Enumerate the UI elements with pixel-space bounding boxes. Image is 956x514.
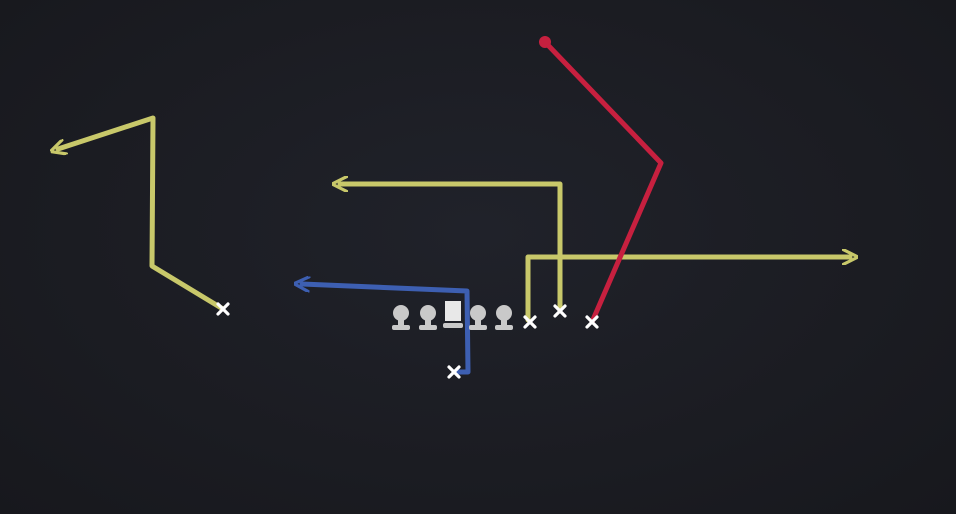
tight-end-route	[525, 257, 850, 323]
route-end-dot	[539, 36, 551, 48]
running-back-route	[302, 284, 471, 375]
right-receiver-route	[542, 39, 664, 325]
right-receiver-mark	[585, 315, 599, 329]
left-tackle-icon	[392, 305, 410, 330]
slot-receiver-mark	[553, 304, 567, 318]
offensive-line	[392, 301, 513, 330]
right-tackle-icon	[495, 305, 513, 330]
slot-receiver-route	[340, 184, 563, 313]
right-guard-icon	[469, 305, 487, 330]
left-guard-icon	[419, 305, 437, 330]
center-icon	[443, 301, 463, 328]
left-receiver-route	[58, 115, 226, 312]
tight-end-mark	[523, 315, 537, 329]
running-back-mark	[447, 365, 461, 379]
left-receiver-mark	[216, 302, 230, 316]
